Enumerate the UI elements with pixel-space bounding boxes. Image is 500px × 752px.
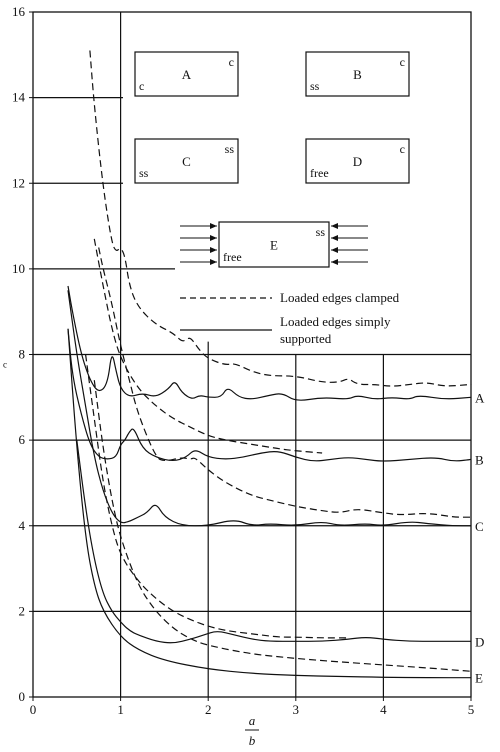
series-end-label-B: B bbox=[475, 452, 484, 467]
plate-box-label: C bbox=[182, 154, 191, 169]
legend-solid-label-1: Loaded edges simply bbox=[280, 314, 391, 329]
series-curves bbox=[67, 50, 472, 679]
series-B-solid bbox=[67, 328, 472, 462]
y-tick-label: 14 bbox=[12, 90, 26, 105]
plate-edge-top-right: ss bbox=[316, 225, 326, 239]
series-C-solid bbox=[67, 290, 471, 527]
x-tick-label: 4 bbox=[380, 702, 387, 717]
plate-box-E bbox=[218, 221, 330, 268]
series-end-label-A: A bbox=[475, 390, 485, 405]
y-tick-label: 10 bbox=[12, 261, 25, 276]
series-B-dashed bbox=[93, 238, 323, 454]
plate-edge-top-right: c bbox=[400, 55, 405, 69]
labels: ab cA B C D E bbox=[3, 359, 485, 748]
y-tick-label: 12 bbox=[12, 175, 25, 190]
load-arrowhead-left bbox=[210, 247, 217, 253]
x-tick-label: 0 bbox=[30, 702, 37, 717]
load-arrowhead-left bbox=[210, 235, 217, 241]
plate-edge-top-right: c bbox=[229, 55, 234, 69]
series-end-label-E: E bbox=[475, 671, 483, 686]
x-tick-label: 3 bbox=[293, 702, 300, 717]
x-tick-label: 5 bbox=[468, 702, 475, 717]
legend-dashed-label: Loaded edges clamped bbox=[280, 290, 400, 305]
plate-box-B bbox=[305, 51, 410, 97]
plate-box-label: A bbox=[182, 67, 192, 82]
y-tick-label: 6 bbox=[19, 432, 26, 447]
plate-edge-top-right: c bbox=[400, 142, 405, 156]
x-label-numerator: a bbox=[249, 713, 256, 728]
series-A-solid bbox=[67, 285, 472, 401]
plate-edge-bottom-left: free bbox=[223, 250, 242, 264]
series-C-dashed bbox=[98, 247, 471, 518]
load-arrowhead-right bbox=[331, 247, 338, 253]
legend-solid-label-2: supported bbox=[280, 331, 332, 346]
load-arrowhead-right bbox=[331, 259, 338, 265]
plate-box-C bbox=[134, 138, 239, 184]
plate-box-A bbox=[134, 51, 239, 97]
series-end-label-D: D bbox=[475, 634, 484, 649]
x-tick-label: 2 bbox=[205, 702, 212, 717]
y-tick-label: 8 bbox=[19, 347, 26, 362]
series-E-dashed bbox=[93, 380, 472, 672]
y-label: c bbox=[3, 359, 7, 369]
plate-edge-bottom-left: c bbox=[139, 79, 144, 93]
load-arrowhead-left bbox=[210, 223, 217, 229]
plate-box-label: D bbox=[353, 154, 362, 169]
y-tick-label: 16 bbox=[12, 4, 26, 19]
plate-edge-bottom-left: ss bbox=[310, 79, 320, 93]
y-tick-label: 2 bbox=[19, 603, 26, 618]
plate-box-label: E bbox=[270, 238, 278, 253]
series-A-dashed bbox=[89, 50, 472, 387]
plate-edge-top-right: ss bbox=[225, 142, 235, 156]
plate-edge-bottom-left: free bbox=[310, 166, 329, 180]
y-tick-label: 4 bbox=[19, 518, 26, 533]
series-D-dashed bbox=[85, 354, 349, 639]
plate-box-label: B bbox=[353, 67, 362, 82]
series-D-solid bbox=[76, 440, 471, 644]
plate-box-D bbox=[305, 138, 410, 184]
series-E-solid bbox=[67, 328, 471, 679]
load-arrowhead-right bbox=[331, 223, 338, 229]
x-tick-label: 1 bbox=[117, 702, 124, 717]
load-arrowhead-left bbox=[210, 259, 217, 265]
x-label-denominator: b bbox=[249, 733, 256, 748]
load-arrowhead-right bbox=[331, 235, 338, 241]
grid-lines bbox=[33, 12, 471, 697]
plate-edge-bottom-left: ss bbox=[139, 166, 149, 180]
y-tick-label: 0 bbox=[19, 689, 26, 704]
series-end-label-C: C bbox=[475, 519, 484, 534]
